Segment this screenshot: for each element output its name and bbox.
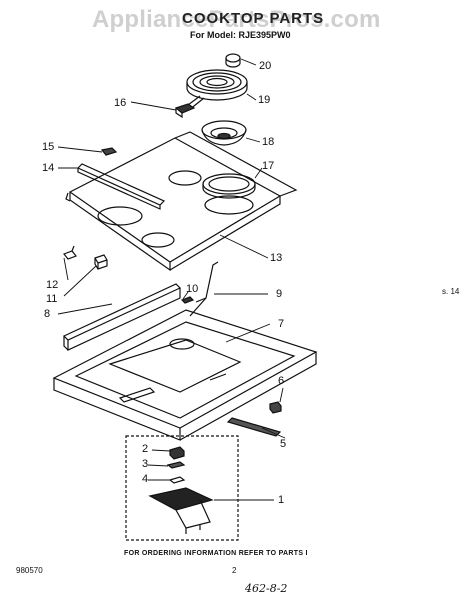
- part-16-terminal-block: [174, 103, 196, 119]
- callout-14: 14: [42, 162, 55, 174]
- diagram-title: COOKTOP PARTS: [182, 10, 325, 27]
- callout-3: 3: [142, 458, 149, 470]
- part-6-block: [269, 401, 282, 414]
- callout-15: 15: [42, 141, 55, 153]
- document-number: 980570: [16, 566, 43, 575]
- side-note: s. 14: [442, 287, 460, 296]
- part-14-trim-strip: [76, 163, 166, 210]
- part-7-burner-box: [52, 309, 318, 441]
- callout-13: 13: [270, 252, 283, 264]
- part-19-surface-element: [183, 69, 248, 111]
- part-2-switch-knob: [169, 446, 185, 460]
- part-9-support-rod: [189, 261, 219, 317]
- callout-1: 1: [278, 494, 285, 506]
- callout-18: 18: [262, 136, 275, 148]
- callout-9: 9: [276, 288, 283, 300]
- part-15-bracket: [100, 147, 118, 156]
- callout-10: 10: [186, 283, 199, 295]
- callout-12: 12: [46, 279, 59, 291]
- part-11-receptacle: [94, 254, 108, 270]
- watermark: AppliancePartsPros.com: [92, 6, 381, 33]
- ordering-info: FOR ORDERING INFORMATION REFER TO PARTS …: [124, 550, 308, 557]
- handwritten-note: 462-8-2: [245, 582, 288, 595]
- callout-4: 4: [142, 473, 149, 485]
- switch-inset-box: [125, 435, 239, 541]
- leader-lines: [57, 58, 286, 501]
- callout-11: 11: [46, 293, 58, 305]
- part-5-bracket: [226, 417, 282, 437]
- model-line: For Model: RJE395PW0: [190, 30, 291, 40]
- callout-17: 17: [262, 160, 275, 172]
- part-1-infinite-switch: [148, 487, 214, 534]
- part-18-drip-bowl: [201, 120, 247, 146]
- callout-6: 6: [278, 375, 285, 387]
- part-10-clip: [180, 296, 195, 304]
- part-4-washer: [168, 476, 186, 484]
- part-3-spacer: [166, 461, 186, 469]
- part-8-front-strip: [62, 283, 182, 351]
- page-number: 2: [232, 566, 237, 575]
- callout-20: 20: [259, 60, 272, 72]
- part-20-knob: [225, 53, 241, 68]
- callout-8: 8: [44, 308, 51, 320]
- callout-16: 16: [114, 97, 127, 109]
- callout-7: 7: [278, 318, 285, 330]
- callout-5: 5: [280, 438, 287, 450]
- callout-19: 19: [258, 94, 271, 106]
- part-13-cooktop: [65, 131, 298, 272]
- part-17-trim-ring: [202, 173, 256, 199]
- part-12-clip: [63, 245, 77, 260]
- callout-2: 2: [142, 443, 149, 455]
